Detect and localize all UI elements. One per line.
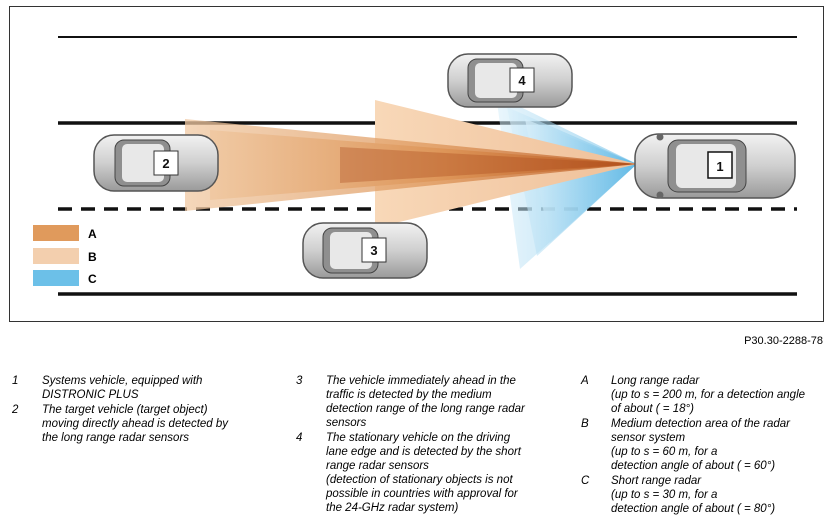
vehicle-3-label: 3 [370,243,377,258]
diagram-legend: A B C [33,225,97,286]
caption-number: 2 [12,404,19,416]
caption-number: 1 [12,375,19,387]
vehicle-1-label: 1 [716,159,723,174]
radar-diagram: 1 2 3 4 A [9,6,824,322]
vehicle-3-car-icon: 3 [302,222,428,279]
caption-item: C Short range radar (up to s = 30 m, for… [581,474,831,516]
legend-swatch-b [33,248,79,264]
caption-item: B Medium detection area of the radar sen… [581,417,831,473]
caption-letter: A [581,375,589,387]
caption-column-3: A Long range radar (up to s = 200 m, for… [581,374,831,516]
caption-text: The stationary vehicle on the driving la… [326,432,522,514]
caption-item: 1 Systems vehicle, equipped with DISTRON… [12,374,272,402]
legend-label-c: C [88,272,97,286]
radar-diagram-canvas: 1 2 3 4 A [33,36,797,296]
caption-text: The vehicle immediately ahead in the tra… [326,375,525,429]
caption-text: Short range radar (up to s = 30 m, for a… [611,475,776,515]
vehicle-4-car-icon: 4 [447,53,573,108]
caption-item: 4 The stationary vehicle on the driving … [296,431,566,515]
caption-text: Systems vehicle, equipped with DISTRONIC… [42,375,203,401]
caption-letter: C [581,475,590,487]
caption-text: Medium detection area of the radar senso… [611,418,790,472]
caption-letter: B [581,418,589,430]
legend-swatch-a [33,225,79,241]
caption-column-2: 3 The vehicle immediately ahead in the t… [296,374,566,515]
vehicle-2-car-icon: 2 [93,134,219,192]
legend-label-a: A [88,227,97,241]
vehicle-4-label: 4 [518,73,526,88]
caption-number: 4 [296,432,303,444]
vehicle-2-label: 2 [162,156,169,171]
vehicle-1-car-icon: 1 [634,133,796,199]
long-range-radar-cone [185,119,637,211]
legend-swatch-c [33,270,79,286]
caption-item: A Long range radar (up to s = 200 m, for… [581,374,831,416]
caption-item: 3 The vehicle immediately ahead in the t… [296,374,566,430]
caption-number: 3 [296,375,303,387]
caption-text: Long range radar (up to s = 200 m, for a… [611,375,806,415]
figure-code: P30.30-2288-78 [744,335,823,347]
caption-item: 2 The target vehicle (target object) mov… [12,403,272,445]
legend-label-b: B [88,250,97,264]
caption-text: The target vehicle (target object) movin… [42,404,229,444]
caption-column-1: 1 Systems vehicle, equipped with DISTRON… [12,374,272,445]
